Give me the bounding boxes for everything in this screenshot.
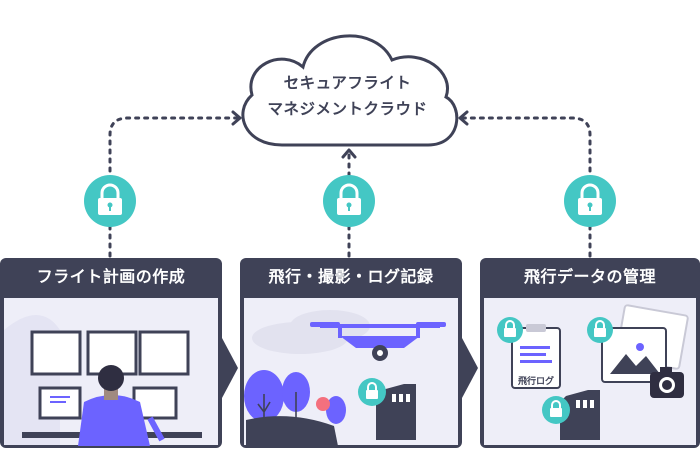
pilot-workstation-icon	[22, 330, 202, 446]
flight-log-label: 飛行ログ	[517, 377, 554, 387]
lock-icon	[564, 175, 616, 227]
connector-right	[460, 116, 592, 182]
lock-icon	[323, 175, 375, 227]
cloud-title: セキュアフライト マネジメントクラウド	[240, 70, 455, 122]
cloud-title-line2: マネジメントクラウド	[267, 100, 428, 118]
photo-icon	[601, 304, 689, 383]
sd-card-icon	[560, 390, 600, 440]
lock-icon	[587, 317, 613, 343]
arrowhead-center	[341, 148, 357, 159]
sd-card-icon	[376, 384, 416, 440]
tree-icon	[244, 370, 346, 446]
document-icon	[511, 324, 561, 389]
arrowhead-left	[231, 110, 242, 126]
flow-arrow-2	[462, 338, 478, 398]
panel-title-recording: 飛行・撮影・ログ記録	[268, 267, 434, 286]
lock-icon	[84, 175, 136, 227]
lock-icon	[542, 396, 570, 424]
camera-icon	[650, 367, 684, 398]
lock-icon	[497, 317, 523, 343]
cloud-title-line1: セキュアフライト	[283, 74, 412, 92]
cloud-icon	[241, 34, 459, 147]
panel-title-planning: フライト計画の作成	[36, 267, 186, 286]
panel-title-management: 飛行データの管理	[523, 267, 656, 286]
lock-icon	[358, 378, 386, 406]
drone-icon	[310, 322, 446, 361]
arrowhead-right	[458, 110, 469, 126]
flow-arrow-1	[222, 338, 238, 398]
connector-left	[108, 116, 240, 182]
